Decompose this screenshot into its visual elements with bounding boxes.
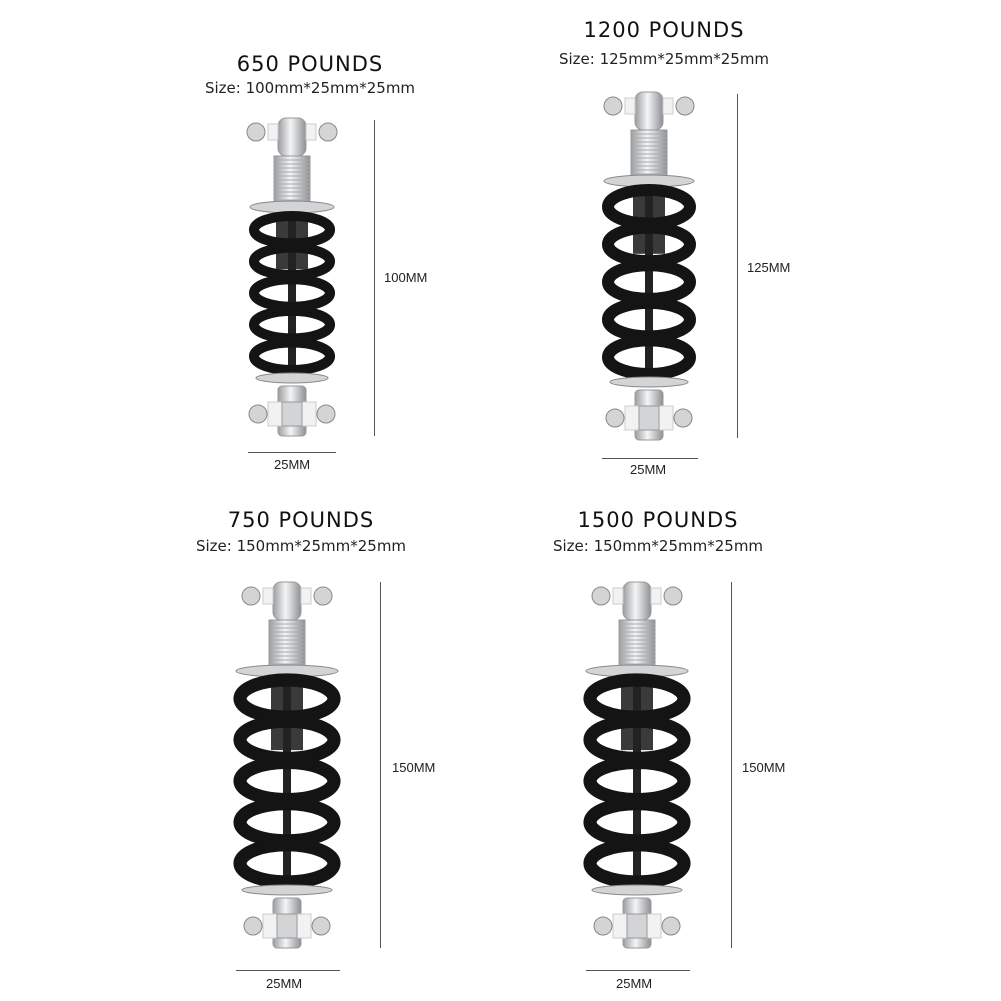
width-dimension-line <box>236 970 340 971</box>
bolt-head <box>605 408 625 428</box>
product-panel-750: 750 POUNDS Size: 150mm*25mm*25mm <box>176 508 426 988</box>
threaded-body <box>273 155 311 203</box>
bolt-head <box>248 404 268 424</box>
product-title: 750 POUNDS <box>227 508 375 532</box>
bolt-head <box>246 122 266 142</box>
height-dimension-line <box>731 582 732 948</box>
top-mount <box>634 91 664 131</box>
height-dimension-label: 150MM <box>392 760 436 775</box>
bolt-head <box>673 408 693 428</box>
shock-absorber-image <box>246 117 338 437</box>
product-size: Size: 100mm*25mm*25mm <box>204 79 416 97</box>
bolt-head <box>591 586 611 606</box>
product-title: 1200 POUNDS <box>583 18 745 42</box>
width-dimension-line <box>586 970 690 971</box>
bolt-head <box>313 586 333 606</box>
width-dimension-label: 25MM <box>630 462 667 477</box>
bolt-head <box>311 916 331 936</box>
width-dimension-line <box>602 458 698 459</box>
spring-coil <box>248 337 336 376</box>
bolt-head <box>241 586 261 606</box>
width-dimension-line <box>248 452 336 453</box>
product-size: Size: 150mm*25mm*25mm <box>195 537 407 555</box>
spring-coil <box>583 838 691 889</box>
spring-coil <box>233 838 341 889</box>
height-dimension-line <box>380 582 381 948</box>
bolt-head <box>243 916 263 936</box>
product-size: Size: 125mm*25mm*25mm <box>558 50 770 68</box>
bolt-head <box>661 916 681 936</box>
spring-coil <box>601 334 697 381</box>
width-dimension-label: 25MM <box>616 976 653 991</box>
width-dimension-label: 25MM <box>274 457 311 472</box>
shock-absorber-image <box>601 91 697 441</box>
product-title: 650 POUNDS <box>236 52 384 76</box>
height-dimension-label: 125MM <box>747 260 791 275</box>
width-dimension-label: 25MM <box>266 976 303 991</box>
product-size: Size: 150mm*25mm*25mm <box>552 537 764 555</box>
product-title: 1500 POUNDS <box>577 508 739 532</box>
height-dimension-label: 150MM <box>742 760 786 775</box>
height-dimension-label: 100MM <box>384 270 428 285</box>
top-mount <box>272 581 302 621</box>
bolt-head <box>318 122 338 142</box>
bolt-head <box>663 586 683 606</box>
height-dimension-line <box>374 120 375 436</box>
shock-absorber-image <box>233 581 341 949</box>
threaded-body <box>630 129 668 177</box>
bolt-head <box>603 96 623 116</box>
product-panel-650: 650 POUNDS Size: 100mm*25mm*25mm <box>190 50 430 480</box>
shock-absorber-image <box>583 581 691 949</box>
top-mount <box>622 581 652 621</box>
threaded-body <box>618 619 656 667</box>
bolt-head <box>675 96 695 116</box>
product-panel-1500: 1500 POUNDS Size: 150mm*25mm*25mm <box>528 508 788 988</box>
bolt-head <box>316 404 336 424</box>
bolt-head <box>593 916 613 936</box>
threaded-body <box>268 619 306 667</box>
height-dimension-line <box>737 94 738 438</box>
product-panel-1200: 1200 POUNDS Size: 125mm*25mm*25mm <box>534 16 794 476</box>
top-mount <box>277 117 307 157</box>
